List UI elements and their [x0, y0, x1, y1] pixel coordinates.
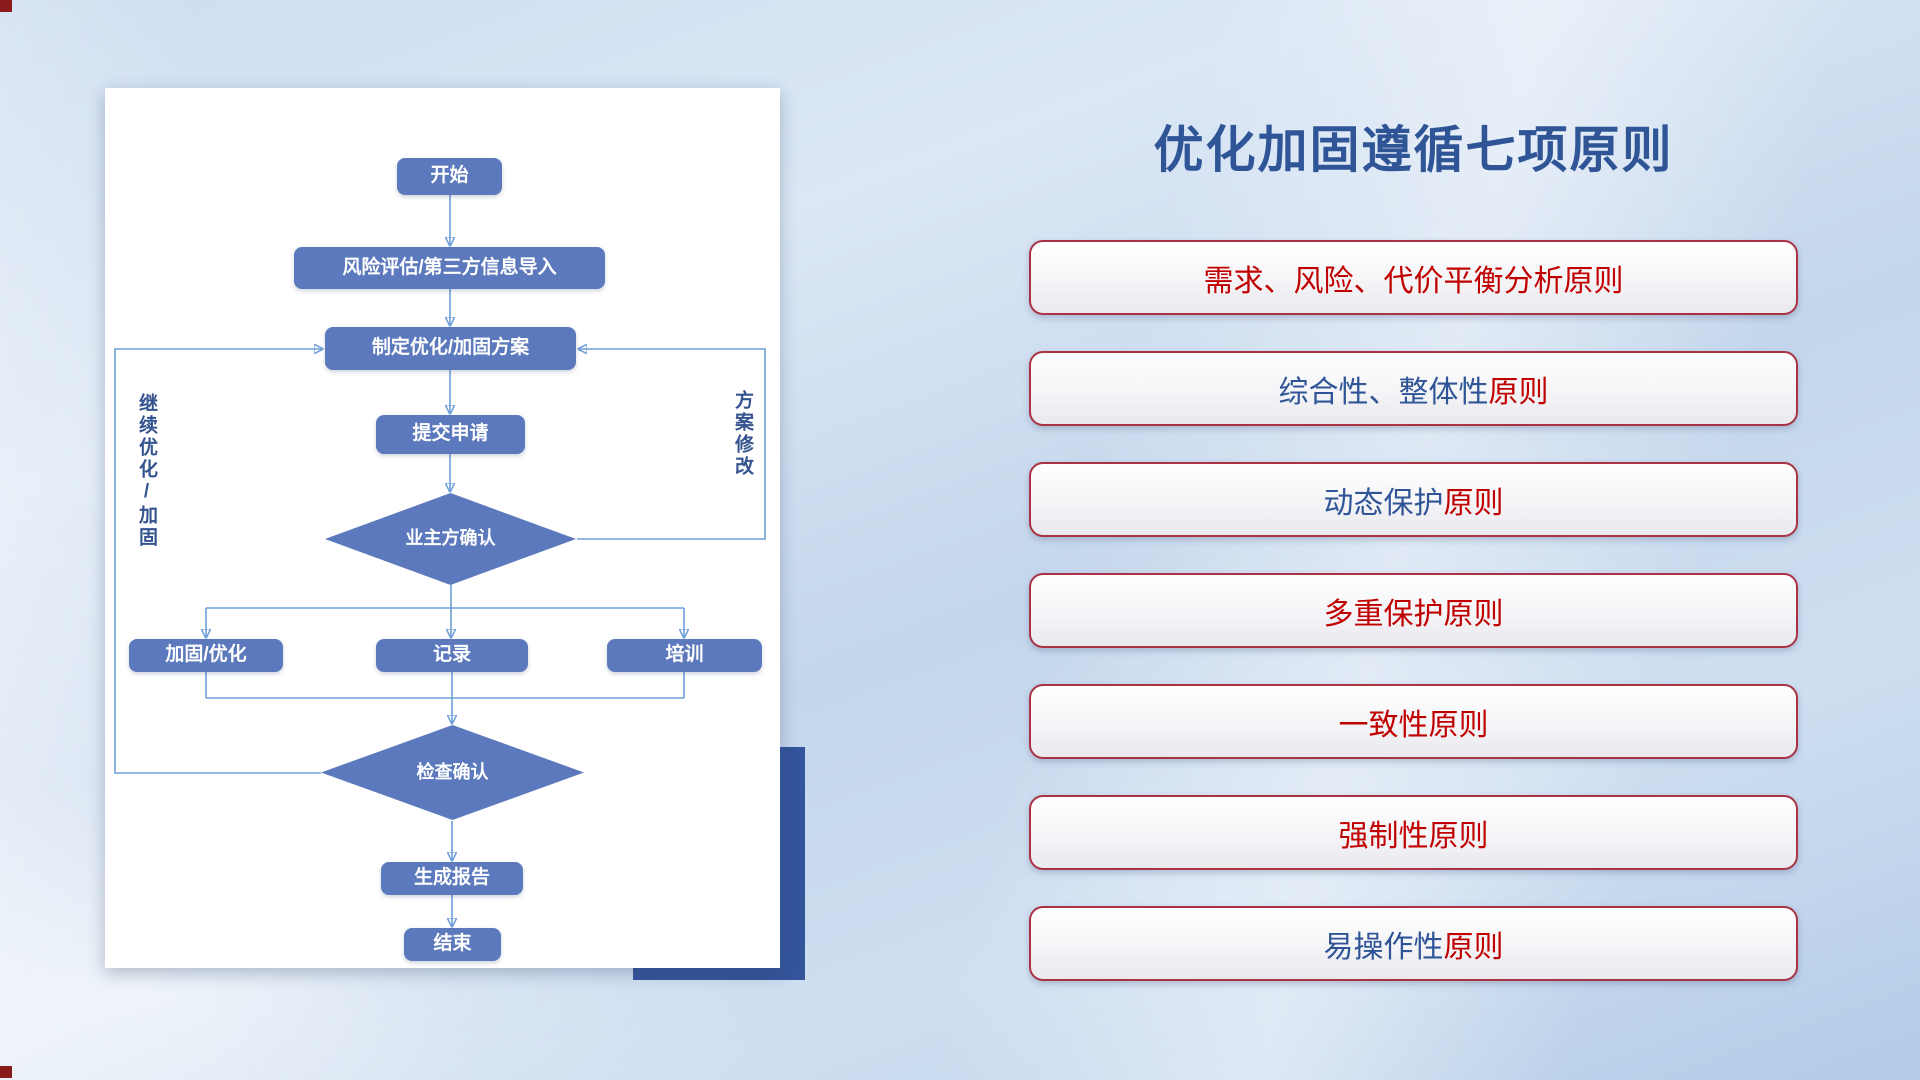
flow-node-end: 结束 [404, 928, 501, 961]
principle-item-6: 强制性原则 [1029, 795, 1798, 870]
flow-node-risk-import: 风险评估/第三方信息导入 [294, 247, 605, 289]
corner-marker-bottom [0, 1066, 12, 1078]
principle-text-red: 一致性原则 [1338, 708, 1489, 742]
principle-text-blue: 易操作性 [1323, 930, 1444, 964]
principle-text-red: 需求、风险、代价平衡分析原则 [1203, 264, 1624, 298]
principle-item-1: 需求、风险、代价平衡分析原则 [1029, 240, 1798, 315]
flow-node-check-confirm: 检查确认 [321, 725, 584, 820]
flowchart-panel: 开始 风险评估/第三方信息导入 制定优化/加固方案 提交申请 业主方确认 加固/… [105, 88, 780, 968]
flow-node-record: 记录 [376, 639, 528, 672]
flow-node-reinforce: 加固/优化 [129, 639, 283, 672]
page-title: 优化加固遵循七项原则 [1153, 122, 1674, 178]
principle-item-7: 易操作性原则 [1029, 906, 1798, 981]
flow-node-owner-confirm: 业主方确认 [325, 493, 576, 585]
principle-item-2: 综合性、整体性原则 [1029, 351, 1798, 426]
flow-node-start: 开始 [397, 158, 502, 195]
principle-text-red: 强制性原则 [1338, 819, 1489, 853]
principle-item-4: 多重保护原则 [1029, 573, 1798, 648]
principle-text-red: 原则 [1443, 486, 1504, 520]
flow-node-report: 生成报告 [381, 862, 523, 895]
principle-text-red: 原则 [1488, 375, 1549, 409]
flow-label-continue-optimize: 继续优化/加固 [136, 393, 157, 549]
principle-item-5: 一致性原则 [1029, 684, 1798, 759]
flow-node-make-plan: 制定优化/加固方案 [325, 327, 576, 370]
principle-text-blue: 动态保护 [1323, 486, 1444, 520]
flow-node-submit: 提交申请 [376, 415, 525, 454]
corner-marker-top [0, 0, 12, 12]
flow-node-train: 培训 [607, 639, 762, 672]
flow-label-plan-modify: 方案修改 [732, 390, 753, 478]
principle-item-3: 动态保护原则 [1029, 462, 1798, 537]
principle-text-blue: 综合性、整体性 [1278, 375, 1489, 409]
principle-text-red: 多重保护原则 [1323, 597, 1504, 631]
principle-text-red: 原则 [1443, 930, 1504, 964]
